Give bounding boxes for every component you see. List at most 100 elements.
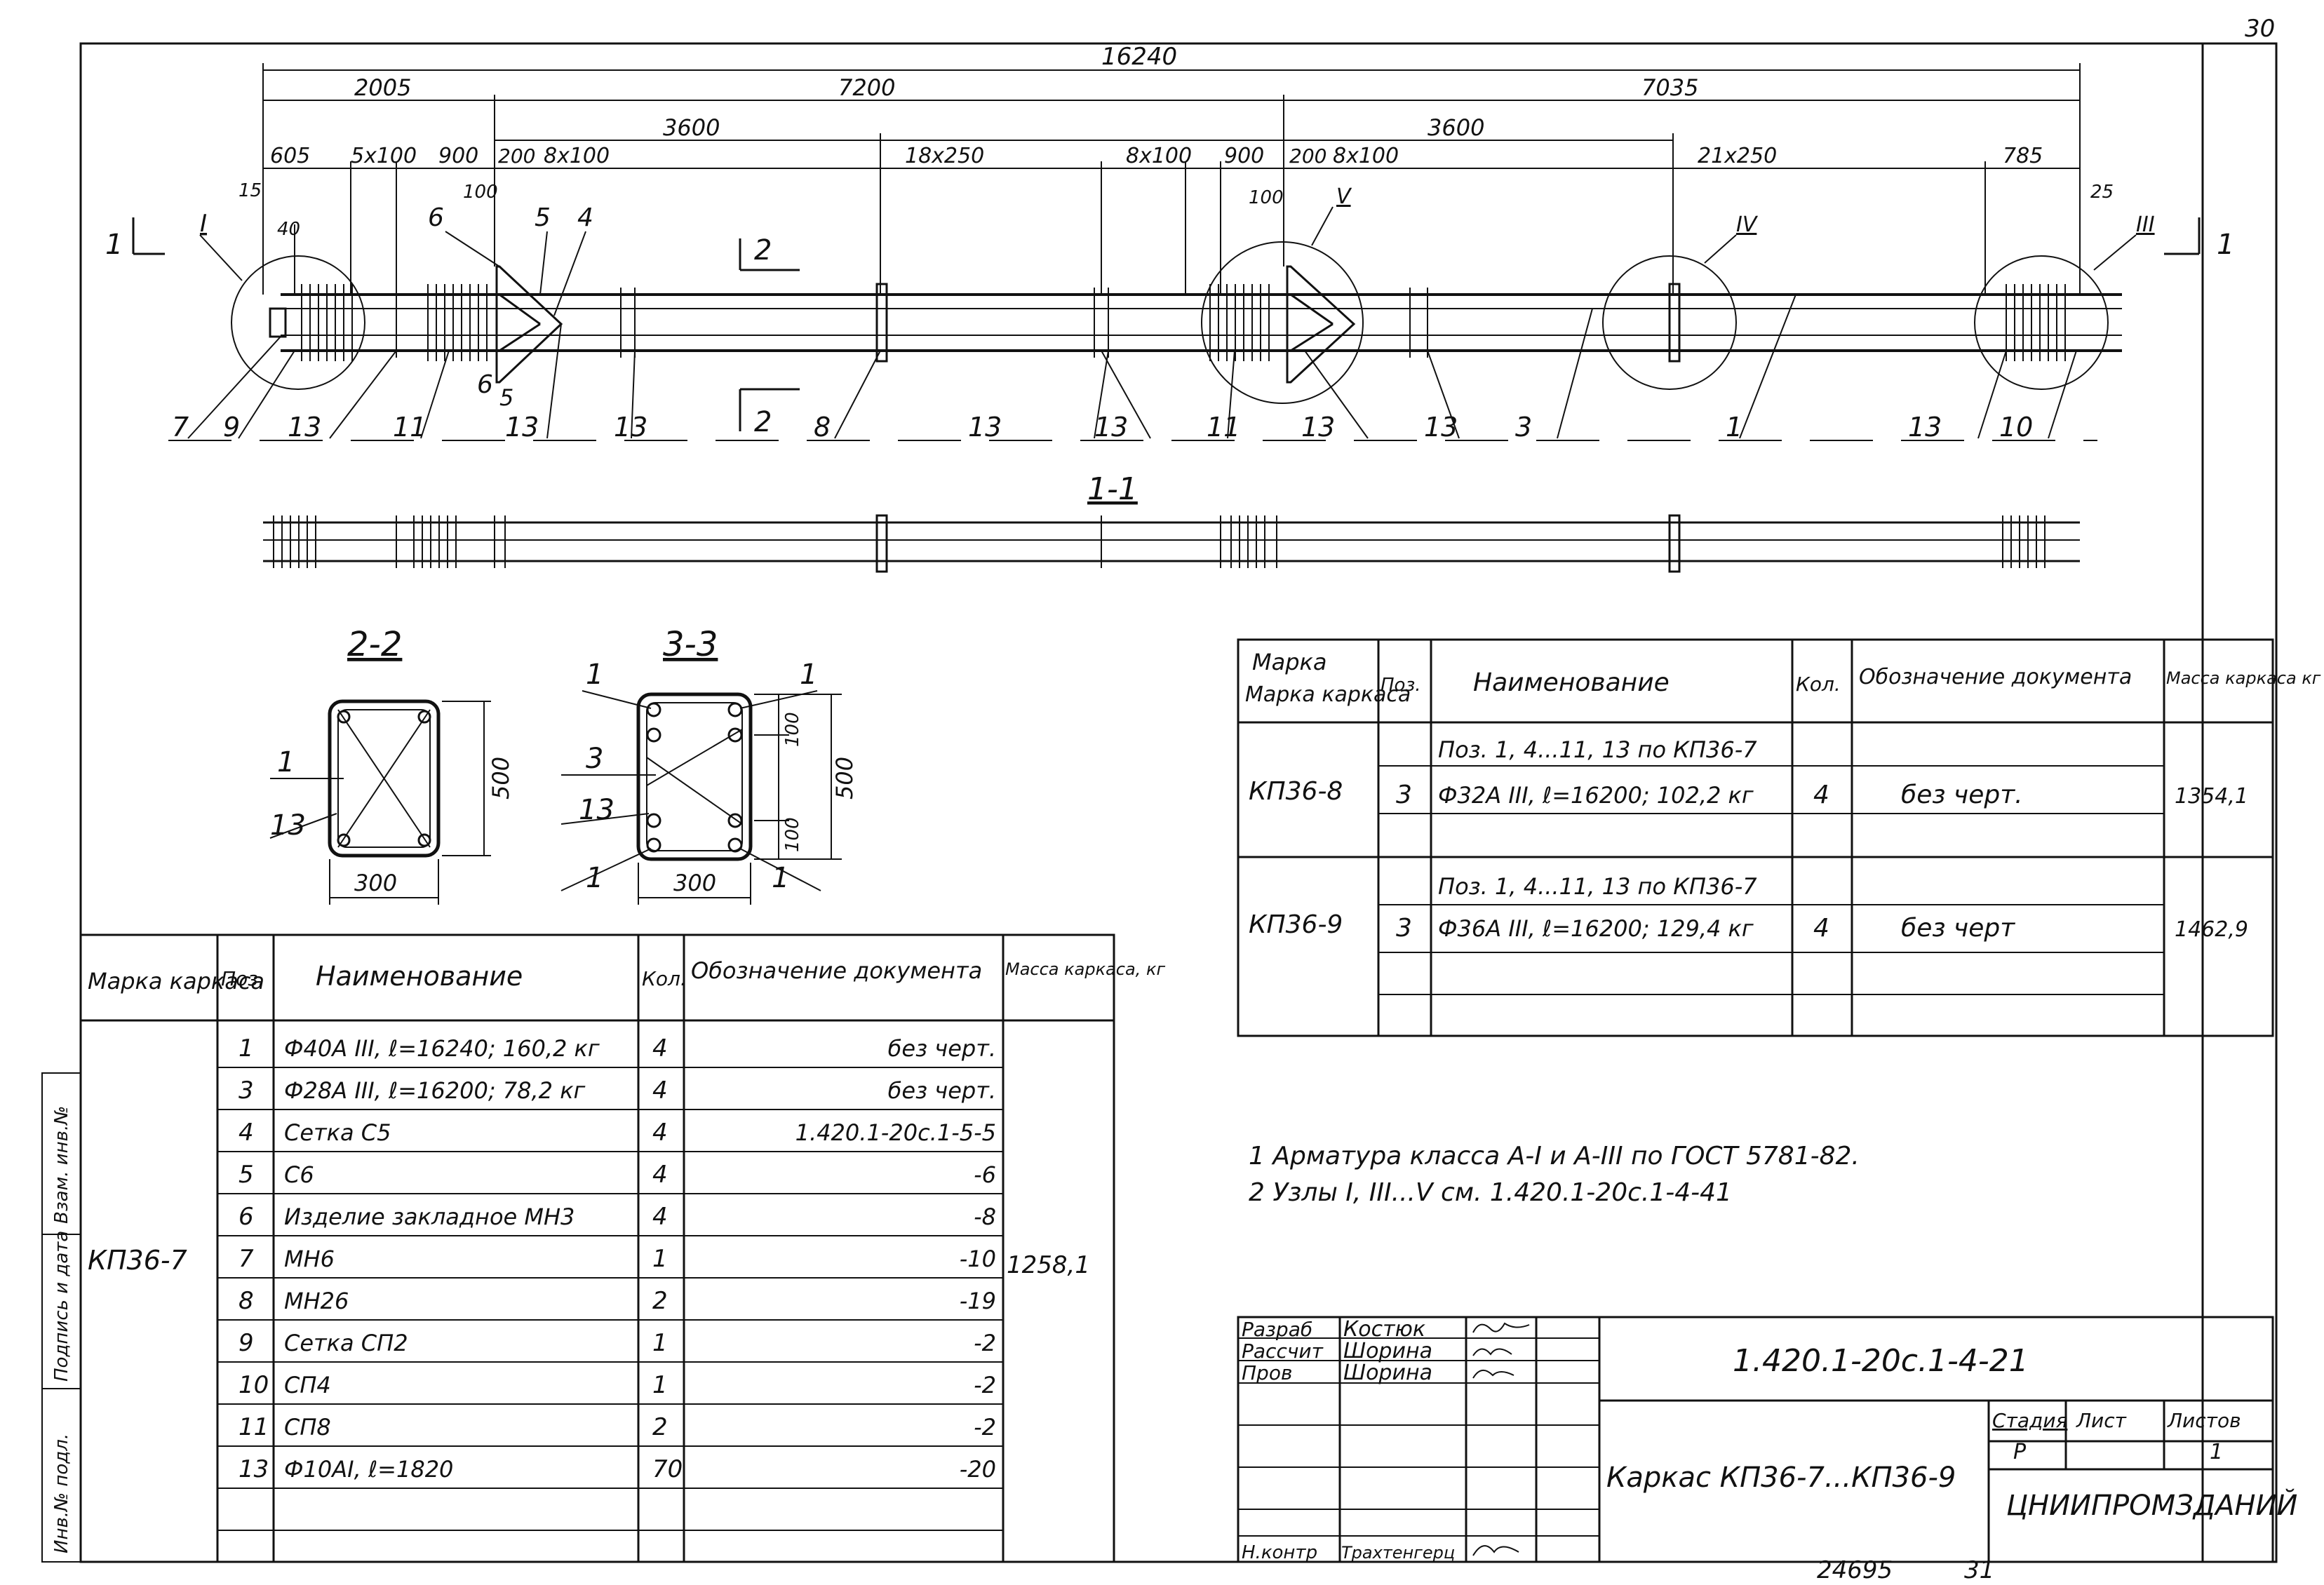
- tb-stage: Р: [2013, 1440, 2027, 1464]
- tb-name-0: Костюк: [1343, 1317, 1425, 1342]
- lt-row-doc: -6: [974, 1161, 996, 1188]
- dim-785: 785: [2003, 144, 2043, 168]
- lt-row-name: Изделие закладное МН3: [284, 1203, 575, 1230]
- detail-circles: [231, 241, 2109, 404]
- rt-group2-row2-doc: без черт: [1901, 914, 2015, 943]
- mesh-right-end: [2006, 284, 2066, 361]
- dim-8x100-b: 8x100: [1126, 144, 1192, 168]
- tb-title: Каркас КП36-7...КП36-9: [1606, 1462, 1956, 1494]
- lt-mass: 1258,1: [1007, 1251, 1090, 1279]
- rt-group1-row2-pos: 3: [1396, 781, 1412, 809]
- dim-200-left: 200: [498, 144, 535, 168]
- lt-row-qty: 1: [652, 1245, 668, 1273]
- mesh-left-2: [427, 284, 488, 361]
- section-mark-2: [739, 238, 800, 431]
- dim-605: 605: [270, 144, 310, 168]
- leader-bottom-13f: 13: [1301, 412, 1335, 443]
- dim-5x100: 5x100: [351, 144, 417, 168]
- cage-bars: [281, 293, 2122, 352]
- section-2-2-label-13: 13: [270, 809, 306, 842]
- stamp-inv: Инв.№ подл.: [51, 1434, 72, 1553]
- leader-bottom-13d: 13: [968, 412, 1002, 443]
- left-stamp: Инв.№ подл. Подпись и дата Взам. инв.№: [41, 1072, 81, 1563]
- stamp-replace: Взам. инв.№: [51, 1106, 72, 1224]
- lt-header-name: Наименование: [316, 961, 523, 992]
- lt-header-doc: Обозначение документа: [691, 957, 982, 984]
- lt-mark: КП36-7: [88, 1245, 187, 1276]
- section-3-3-label-13: 13: [579, 794, 614, 826]
- lt-row-doc: без черт.: [888, 1077, 996, 1104]
- dim-900-right: 900: [1224, 144, 1264, 168]
- sheet-frame: 30: [79, 15, 2278, 1563]
- dim-right-span: 7035: [1641, 74, 1698, 101]
- section-3-3-label-1d: 1: [772, 862, 789, 894]
- section-1-right-label: 1: [2217, 229, 2234, 261]
- lt-row-name: Ф10АI, ℓ=1820: [284, 1456, 453, 1483]
- rt-group2-row1-name: Поз. 1, 4...11, 13 по КП36-7: [1438, 873, 1757, 900]
- leader-bottom-9: 9: [223, 412, 240, 443]
- rt-header-name: Наименование: [1473, 668, 1670, 697]
- dim-100-right: 100: [1249, 187, 1284, 208]
- tb-sheet-label: Лист: [2076, 1409, 2127, 1432]
- stirrups: [396, 288, 1428, 358]
- lt-row-name: С6: [284, 1161, 314, 1188]
- tb-signature-0: [1472, 1322, 1530, 1333]
- section-3-3-width: 300: [673, 870, 716, 896]
- rt-header-mass: Масса каркаса кг: [2166, 668, 2321, 688]
- dim-8x100-c: 8x100: [1333, 144, 1399, 168]
- lt-row-qty: 1: [652, 1371, 668, 1399]
- rt-group2-row2-name: Ф36А III, ℓ=16200; 129,4 кг: [1438, 915, 1754, 942]
- lt-row-qty: 2: [652, 1287, 668, 1315]
- section-3-3-label-1a: 1: [586, 659, 603, 691]
- lt-row-doc: -19: [960, 1288, 996, 1314]
- rt-header-mark-1: Марка: [1252, 649, 1326, 675]
- lt-row-pos: 8: [239, 1287, 254, 1315]
- note-1: 1 Арматура класса А-I и А-III по ГОСТ 57…: [1249, 1142, 1860, 1171]
- rt-group2-row2-pos: 3: [1396, 914, 1412, 943]
- lt-row-pos: 9: [239, 1329, 254, 1357]
- dim-100-left: 100: [463, 182, 498, 203]
- rt-group2-row2-qty: 4: [1813, 914, 1829, 943]
- leader-bottom-5b: 5: [499, 384, 513, 411]
- lt-row-name: МН26: [284, 1288, 349, 1314]
- dim-200-right: 200: [1289, 144, 1326, 168]
- dim-40: 40: [277, 219, 300, 240]
- tb-sheets: 1: [2210, 1440, 2223, 1464]
- rt-group1-row2-qty: 4: [1813, 781, 1829, 809]
- dim-left-span: 2005: [354, 74, 411, 101]
- lt-row-name: СП8: [284, 1414, 331, 1441]
- rt-group1-row2-doc: без черт.: [1901, 781, 2023, 809]
- leader-bottom-13e: 13: [1094, 412, 1128, 443]
- dim-21x250: 21x250: [1698, 144, 1777, 168]
- lt-row-qty: 4: [652, 1034, 668, 1063]
- title-block: Разраб Костюк Рассчит Шорина Пров Шорина…: [1237, 1316, 2297, 1563]
- lt-row-name: Ф28А III, ℓ=16200; 78,2 кг: [284, 1077, 586, 1104]
- right-spec-table: Марка Марка каркаса Поз. Наименование Ко…: [1237, 638, 2321, 1037]
- dim-3600-right: 3600: [1428, 114, 1484, 141]
- lt-row-pos: 1: [239, 1034, 254, 1063]
- lt-row-doc: без черт.: [888, 1035, 996, 1062]
- dim-25: 25: [2090, 182, 2114, 203]
- leader-bottom-13a: 13: [288, 412, 321, 443]
- section-1-left-label: 1: [105, 229, 123, 261]
- lt-row-pos: 6: [239, 1203, 254, 1231]
- tb-role-0: Разраб: [1242, 1318, 1312, 1341]
- lt-row-pos: 11: [239, 1413, 269, 1441]
- section-3-3-label-1c: 1: [586, 862, 603, 894]
- stamp-number: 24695: [1817, 1556, 1893, 1584]
- rt-header-mark: Марка каркаса: [1245, 682, 1411, 707]
- section-3-3-label-1b: 1: [800, 659, 817, 691]
- leader-bottom-1: 1: [1726, 412, 1742, 443]
- lt-row-qty: 70: [652, 1455, 683, 1483]
- dim-15: 15: [239, 180, 262, 201]
- mesh-middle: [1209, 284, 1270, 361]
- tb-role-2: Пров: [1242, 1361, 1292, 1384]
- leader-bottom-11a: 11: [393, 412, 426, 443]
- lt-row-doc: -10: [960, 1246, 996, 1272]
- dim-900-left: 900: [438, 144, 478, 168]
- lt-row-doc: -2: [974, 1330, 996, 1356]
- rt-header-qty: Кол.: [1796, 673, 1841, 696]
- node-label-iv: IV: [1736, 213, 1759, 237]
